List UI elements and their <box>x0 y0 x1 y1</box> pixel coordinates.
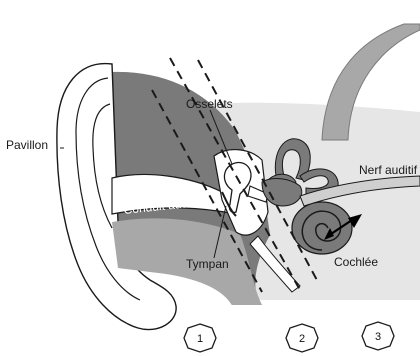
marker-3-label: 3 <box>375 331 381 343</box>
label-nerf-auditif: Nerf auditif <box>359 163 418 177</box>
marker-1-label: 1 <box>197 333 203 345</box>
label-tympan: Tympan <box>186 257 229 271</box>
marker-2: 2 <box>286 324 318 352</box>
label-pavillon: Pavillon <box>6 138 48 152</box>
label-osselets: Osselets <box>186 97 233 111</box>
marker-3: 3 <box>362 322 394 350</box>
cochlea <box>292 202 352 254</box>
marker-2-label: 2 <box>299 333 305 345</box>
marker-1: 1 <box>184 324 216 352</box>
label-cochlee: Cochlée <box>334 255 378 269</box>
